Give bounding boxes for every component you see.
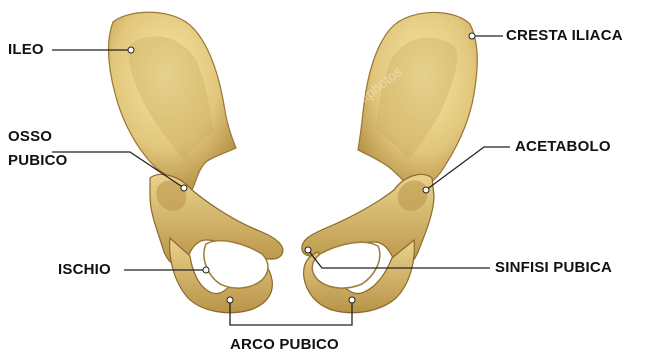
label-osso-pubico-line2: PUBICO xyxy=(8,152,68,170)
marker-arco-left xyxy=(227,297,233,303)
marker-ileo xyxy=(128,47,134,53)
label-cresta-iliaca: CRESTA ILIACA xyxy=(506,27,623,45)
marker-arco-right xyxy=(349,297,355,303)
left-hip-bone xyxy=(109,12,283,312)
label-ileo: ILEO xyxy=(8,41,44,59)
marker-cresta-iliaca xyxy=(469,33,475,39)
label-ischio: ISCHIO xyxy=(58,261,111,279)
label-sinfisi-pubica: SINFISI PUBICA xyxy=(495,259,612,277)
marker-osso-pubico xyxy=(181,185,187,191)
marker-acetabolo xyxy=(423,187,429,193)
marker-sinfisi-pubica xyxy=(305,247,311,253)
label-arco-pubico: ARCO PUBICO xyxy=(230,336,339,354)
marker-ischio xyxy=(203,267,209,273)
label-osso-pubico-line1: OSSO xyxy=(8,128,52,146)
label-acetabolo: ACETABOLO xyxy=(515,138,611,156)
